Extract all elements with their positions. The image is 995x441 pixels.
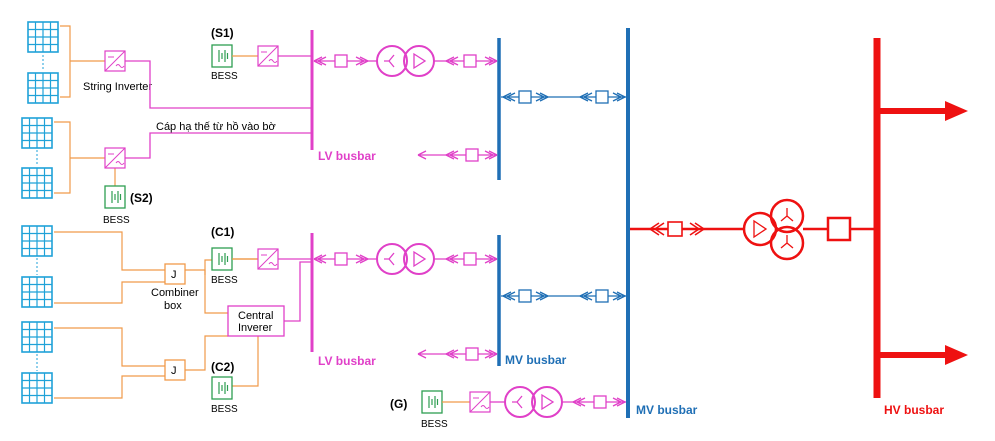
lv-busbar-label-2: LV busbar — [318, 354, 376, 368]
combiner-box-icon — [164, 263, 186, 285]
arrow-icon — [877, 101, 968, 121]
s1-feeder — [125, 60, 312, 159]
breaker-icon — [463, 54, 477, 68]
bess-label-s2: BESS — [103, 215, 130, 226]
battery-icon — [104, 185, 126, 209]
g-label: (G) — [390, 397, 407, 411]
inverter-icon — [469, 391, 491, 413]
lv1-spare-feeder — [417, 148, 498, 162]
combiner-box-label: Combiner — [151, 287, 199, 299]
central-inverter-box — [227, 305, 285, 337]
junction-label: J — [171, 269, 177, 281]
pv-array-s2 — [21, 117, 71, 199]
battery-icon — [211, 376, 233, 400]
bess-label-c2: BESS — [211, 404, 238, 415]
breaker-icon — [334, 54, 348, 68]
breaker-icon — [593, 395, 607, 409]
mv-busbar-label: MV busbar — [636, 403, 698, 417]
pv-panel-icon — [21, 117, 53, 149]
central-inverter-label: Central — [238, 310, 273, 322]
mv-busbar-label-2: MV busbar — [505, 353, 567, 367]
s1-label: (S1) — [211, 26, 234, 40]
string-inverter-label: String Inverter — [83, 81, 152, 93]
central-inverter-label-2: Inverer — [238, 322, 273, 334]
combiner-box-icon — [164, 359, 186, 381]
combiner-box-label-2: box — [164, 300, 182, 312]
pv-panel-icon — [21, 372, 53, 404]
string-inverter-wiring — [70, 60, 116, 186]
battery-icon — [211, 44, 233, 68]
string-inverter-icon — [104, 147, 126, 169]
lv-busbar-label: LV busbar — [318, 149, 376, 163]
mv2-link — [501, 289, 627, 303]
bess-label-c1: BESS — [211, 275, 238, 286]
battery-icon — [211, 247, 233, 271]
bess-label-s1: BESS — [211, 71, 238, 82]
pv-panel-icon — [21, 167, 53, 199]
pv-panel-icon — [27, 72, 59, 104]
pv-array-c1 — [21, 225, 53, 308]
c2-label: (C2) — [211, 360, 234, 374]
pv-array-s1 — [27, 21, 71, 104]
breaker-icon — [465, 148, 479, 162]
junction-label-2: J — [171, 365, 177, 377]
g-feeder — [490, 386, 627, 418]
s2-label: (S2) — [130, 191, 153, 205]
lv1-to-mv-feeder — [313, 45, 498, 77]
breaker-icon — [463, 252, 477, 266]
inverter-icon — [257, 248, 279, 270]
arrow-icon — [877, 345, 968, 365]
mv1-link — [501, 90, 627, 104]
lv2-spare-feeder — [417, 347, 498, 361]
lv2-to-mv-feeder — [313, 243, 498, 275]
pv-panel-icon — [27, 21, 59, 53]
inverter-icon — [257, 45, 279, 67]
pv-panel-icon — [21, 276, 53, 308]
hv-busbar-label: HV busbar — [884, 403, 944, 417]
bess-label-g: BESS — [421, 419, 448, 430]
cable-label: Cáp hạ thế từ hồ vào bờ — [156, 121, 276, 133]
battery-icon — [421, 390, 443, 414]
hv-feeder — [630, 198, 876, 261]
string-inverter-icon — [104, 50, 126, 72]
breaker-icon — [334, 252, 348, 266]
breaker-icon — [465, 347, 479, 361]
pv-array-c2 — [21, 321, 53, 404]
pv-panel-icon — [21, 321, 53, 353]
pv-panel-icon — [21, 225, 53, 257]
c1-label: (C1) — [211, 225, 234, 239]
